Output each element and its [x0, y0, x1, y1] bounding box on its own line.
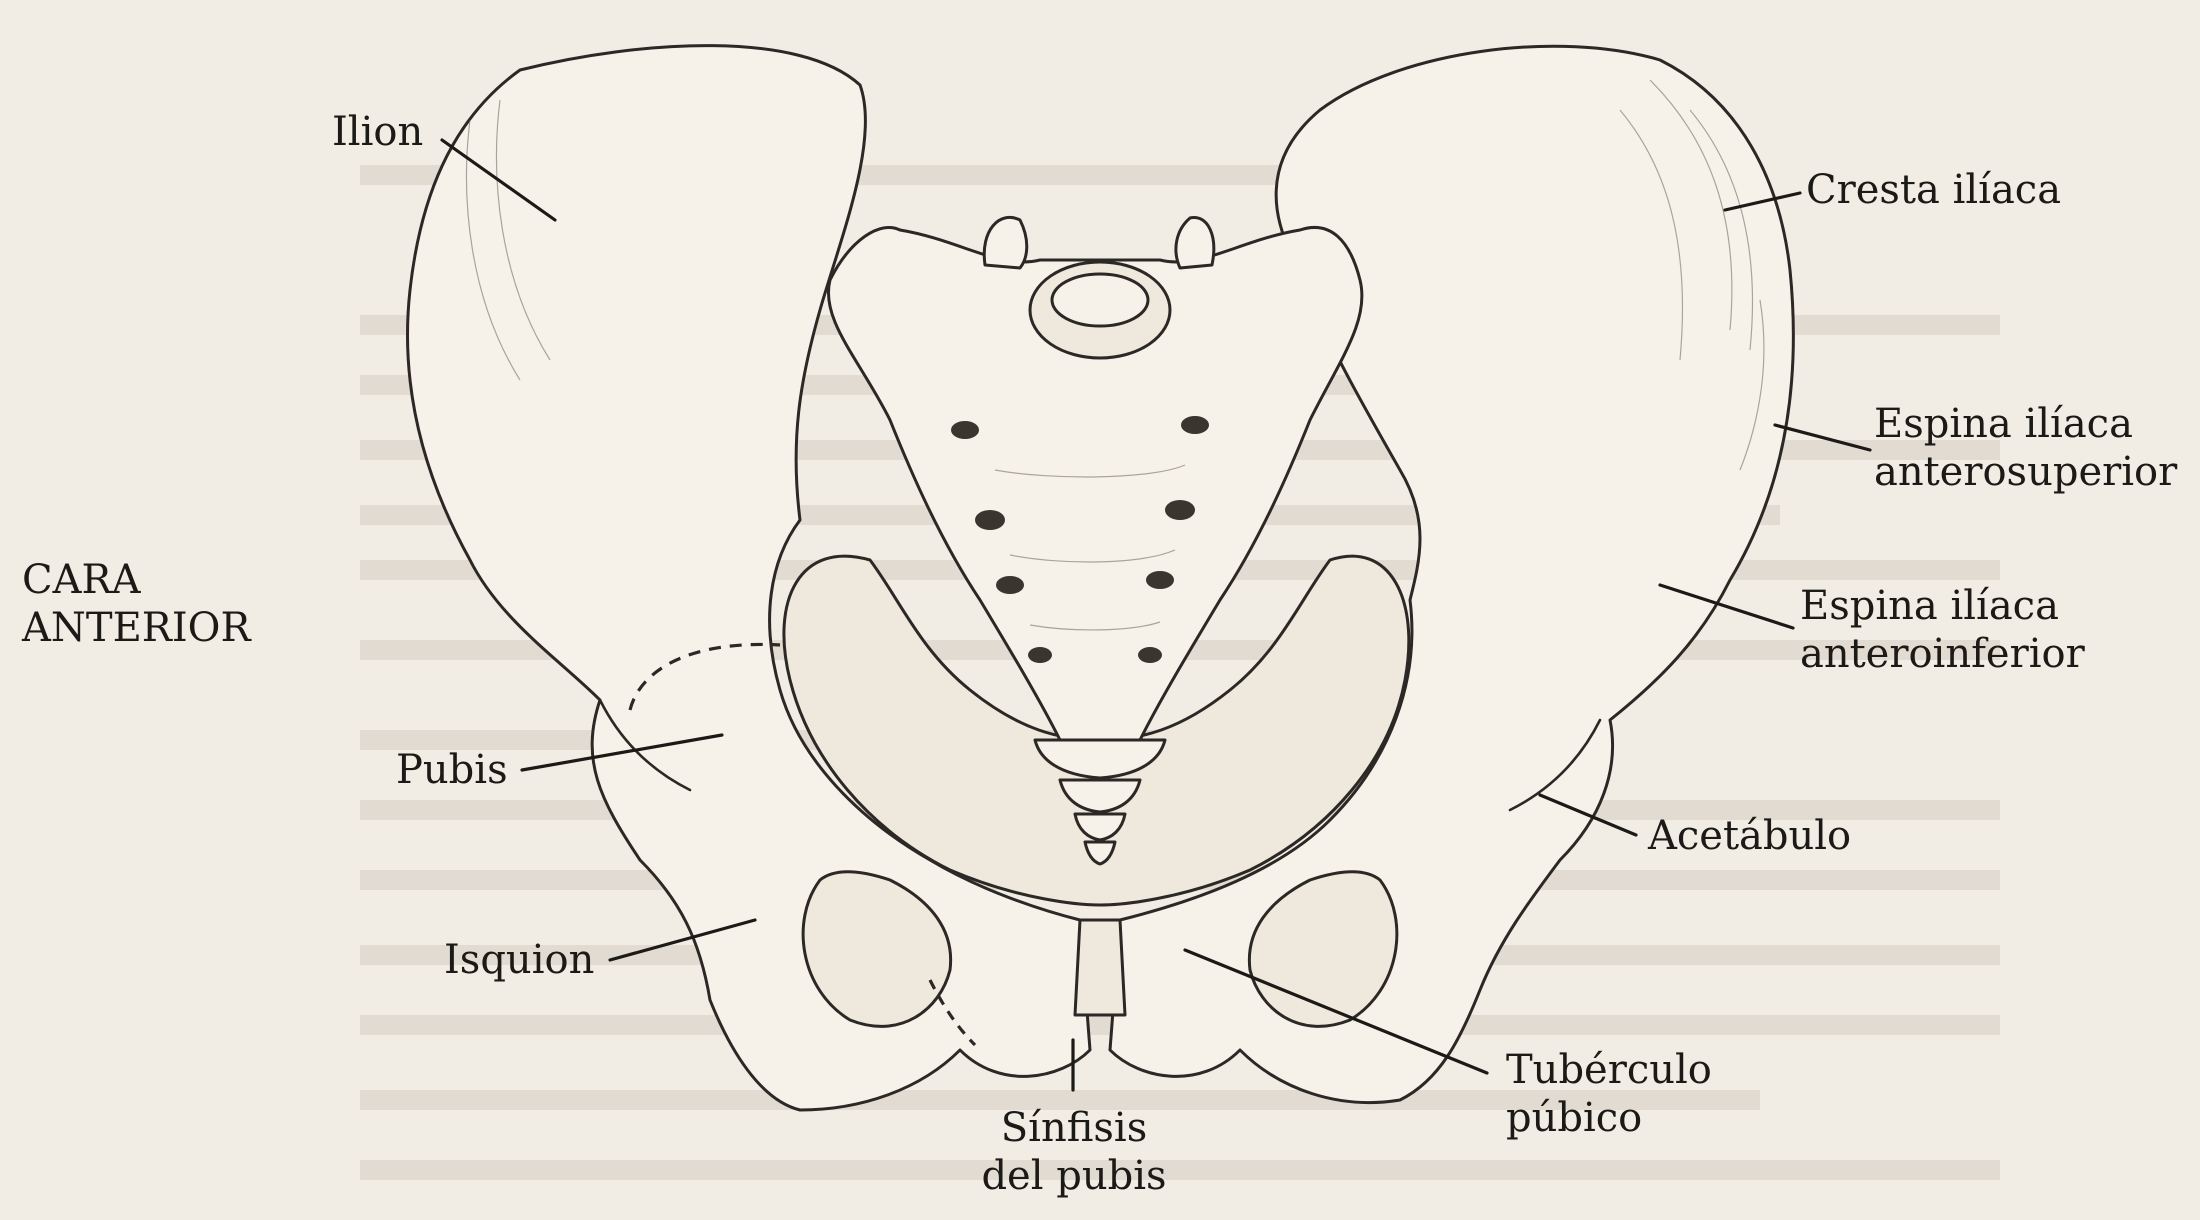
label-espina-antero-inferior-line-2: anteroinferior [1800, 630, 2085, 678]
right-articular-process [1176, 218, 1214, 268]
label-cresta-iliaca: Cresta ilíaca [1806, 166, 2061, 214]
side-label: CARA ANTERIOR [22, 556, 251, 652]
left-articular-process [984, 217, 1027, 268]
label-ilion: Ilion [332, 108, 423, 156]
label-espina-antero-superior-line-1: Espina ilíaca [1874, 400, 2177, 448]
pubic-symphysis [1075, 920, 1125, 1015]
label-espina-antero-superior: Espina ilíaca anterosuperior [1874, 400, 2177, 496]
label-sinfisis-line-1: Sínfisis [974, 1104, 1174, 1152]
label-espina-antero-superior-line-2: anterosuperior [1874, 448, 2177, 496]
side-label-line-2: ANTERIOR [22, 604, 251, 652]
label-acetabulo: Acetábulo [1648, 812, 1851, 860]
label-tuberculo-pubico-line-2: púbico [1506, 1094, 1712, 1142]
s1-vertebral-body-inner [1052, 274, 1148, 326]
label-sinfisis-line-2: del pubis [974, 1152, 1174, 1200]
side-label-line-1: CARA [22, 556, 251, 604]
label-tuberculo-pubico: Tubérculo púbico [1506, 1046, 1712, 1142]
label-isquion: Isquion [444, 936, 594, 984]
label-espina-antero-inferior-line-1: Espina ilíaca [1800, 582, 2085, 630]
label-espina-antero-inferior: Espina ilíaca anteroinferior [1800, 582, 2085, 678]
label-pubis: Pubis [396, 746, 508, 794]
label-tuberculo-pubico-line-1: Tubérculo [1506, 1046, 1712, 1094]
label-sinfisis-del-pubis: Sínfisis del pubis [974, 1104, 1174, 1200]
